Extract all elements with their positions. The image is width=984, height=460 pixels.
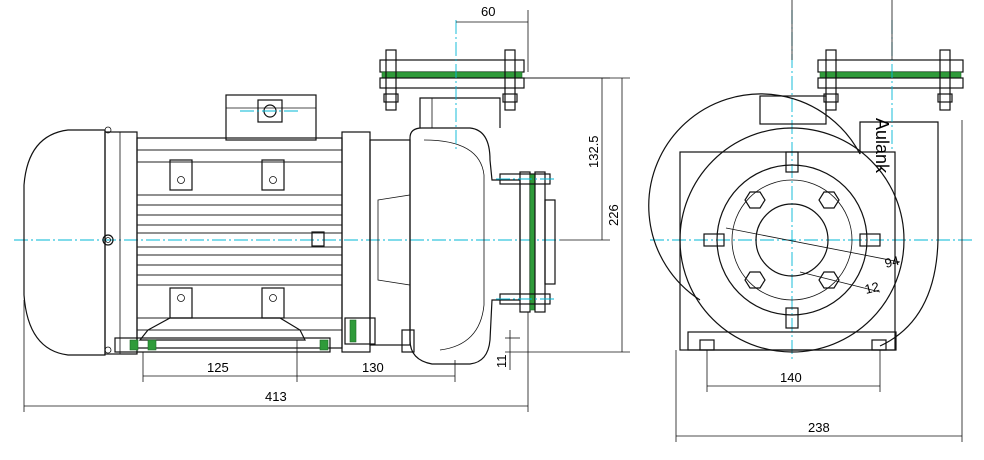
outlet-neck xyxy=(419,97,501,128)
flange-lug-top xyxy=(785,151,799,173)
inlet-flange-circle xyxy=(716,164,868,316)
brand-text: Aulank xyxy=(872,118,892,174)
dim-60-label: 60 xyxy=(481,4,495,19)
dim-238-label: 238 xyxy=(808,420,830,435)
dim-94-leader xyxy=(725,227,901,263)
volute-casing xyxy=(409,127,521,365)
side-outlet-flange-top xyxy=(817,59,964,73)
front-view: 60 132.5 226 11 125 130 413 xyxy=(14,4,630,412)
dim-140-label: 140 xyxy=(780,370,802,385)
dim-94-label: 94 xyxy=(883,253,901,271)
motor-lug-tr xyxy=(261,159,285,191)
inlet-flange-outer xyxy=(519,171,531,313)
side-outlet-neck xyxy=(759,95,827,125)
volute-circle xyxy=(679,127,905,353)
dim-12-leader xyxy=(799,271,881,293)
motor-rear-flange xyxy=(104,131,138,355)
outlet-bolt-right xyxy=(504,49,516,111)
side-outlet-flange-bottom xyxy=(817,77,964,89)
dim-226-label: 226 xyxy=(606,204,621,226)
casing-foot-bolt xyxy=(401,329,415,353)
pump-bracket xyxy=(369,139,411,346)
cap-bolt-top xyxy=(104,126,112,134)
dim-413-label: 413 xyxy=(265,389,287,404)
pump-adaptor-flange xyxy=(341,131,371,353)
side-body-rect xyxy=(679,151,896,351)
inlet-pipe-stub xyxy=(544,199,556,285)
side-view: 94 12 Aulank 140 238 xyxy=(648,0,975,442)
side-outlet-bolt-right xyxy=(939,49,951,111)
side-base xyxy=(687,331,897,351)
bolt-circle xyxy=(731,179,853,301)
volute-inner-line xyxy=(423,139,485,351)
cap-center-bolt xyxy=(102,234,114,246)
motor-lug-br xyxy=(261,287,285,319)
dim-132-label: 132.5 xyxy=(586,135,601,168)
motor-base xyxy=(114,337,331,353)
motor-foot-bracket xyxy=(138,317,306,341)
flange-lug-right xyxy=(859,233,881,247)
dim-130-label: 130 xyxy=(362,360,384,375)
flange-lug-left xyxy=(703,233,725,247)
outlet-flange-bottom xyxy=(379,77,525,89)
terminal-box xyxy=(225,94,317,141)
dim-125-label: 125 xyxy=(207,360,229,375)
volute-outline xyxy=(648,93,939,347)
outlet-bolt-left xyxy=(385,49,397,111)
inlet-flange-inner xyxy=(534,171,546,313)
cap-bolt-bottom xyxy=(104,346,112,354)
motor-lug-tl xyxy=(169,159,193,191)
bracket-foot xyxy=(344,317,376,345)
dim-12-label: 12 xyxy=(863,279,881,297)
flange-lug-bottom xyxy=(785,307,799,329)
side-outlet-bolt-left xyxy=(825,49,837,111)
dim-11-label: 11 xyxy=(494,355,509,369)
inlet-bore xyxy=(755,203,829,277)
outlet-flange-top xyxy=(379,59,525,73)
inlet-bolt-heads xyxy=(744,191,840,289)
motor-lug-bl xyxy=(169,287,193,319)
motor-body xyxy=(136,137,343,349)
inlet-gasket xyxy=(529,173,536,311)
outlet-gasket xyxy=(381,71,523,79)
motor-end-cap xyxy=(23,129,106,356)
shaft-key xyxy=(311,231,325,247)
